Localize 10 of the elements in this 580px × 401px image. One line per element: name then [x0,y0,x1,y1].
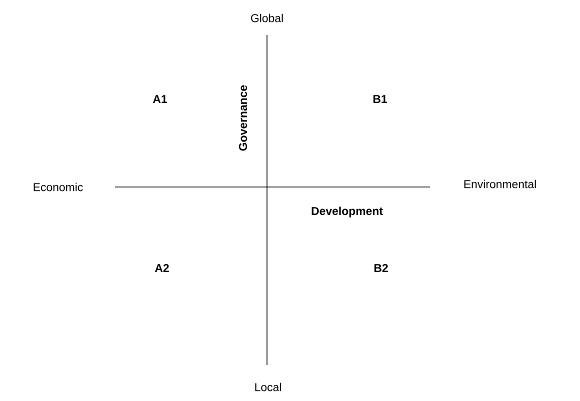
axis-label: Environmental [464,180,536,188]
quadrant-label: B2 [374,264,388,272]
axis-title: Governance [238,85,248,151]
axis-title: Development [312,206,383,218]
axis-label: Local [255,382,281,392]
quadrant-label: B1 [373,95,387,103]
quadrant-label: A1 [152,95,167,103]
axis-label: Economic [34,182,83,192]
quadrant-label: A2 [154,264,169,272]
axis-label: Global [251,14,283,22]
